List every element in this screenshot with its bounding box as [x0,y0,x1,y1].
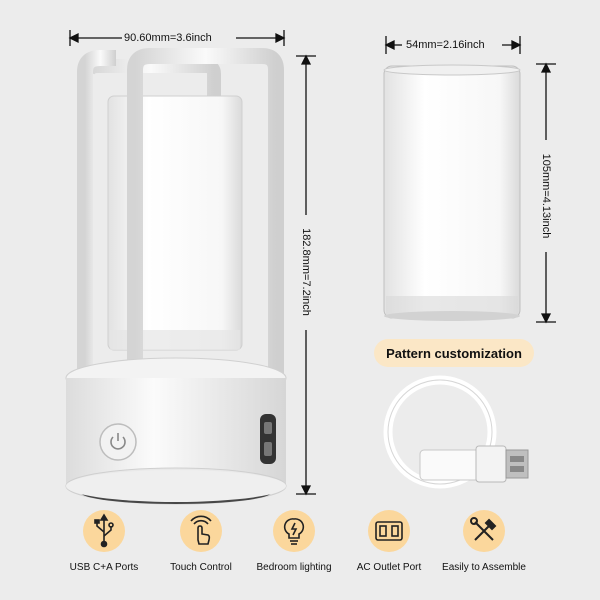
feature-touch: Touch Control [146,510,256,573]
bulb-icon [273,510,315,552]
usb-icon [83,510,125,552]
feature-label: USB C+A Ports [69,562,139,573]
outlet-icon [368,510,410,552]
feature-usb: USB C+A Ports [49,510,159,573]
feature-label: Touch Control [170,562,232,573]
touch-icon [180,510,222,552]
pattern-customization-badge: Pattern customization [374,339,534,367]
shade-width-label: 54mm=2.16inch [406,39,485,51]
feature-assemble: Easily to Assemble [429,510,539,573]
shade-height-label: 105mm=4.13inch [540,153,552,239]
lamp-width-label: 90.60mm=3.6inch [124,32,212,44]
feature-bedroom-lighting: Bedroom lighting [239,510,349,573]
feature-label: Bedroom lighting [256,562,332,573]
feature-label: Easily to Assemble [442,562,526,573]
lamp-height-label: 182.8mm=7.2inch [300,228,312,316]
tools-icon [463,510,505,552]
feature-label: AC Outlet Port [356,562,422,573]
feature-ac-outlet: AC Outlet Port [334,510,444,573]
